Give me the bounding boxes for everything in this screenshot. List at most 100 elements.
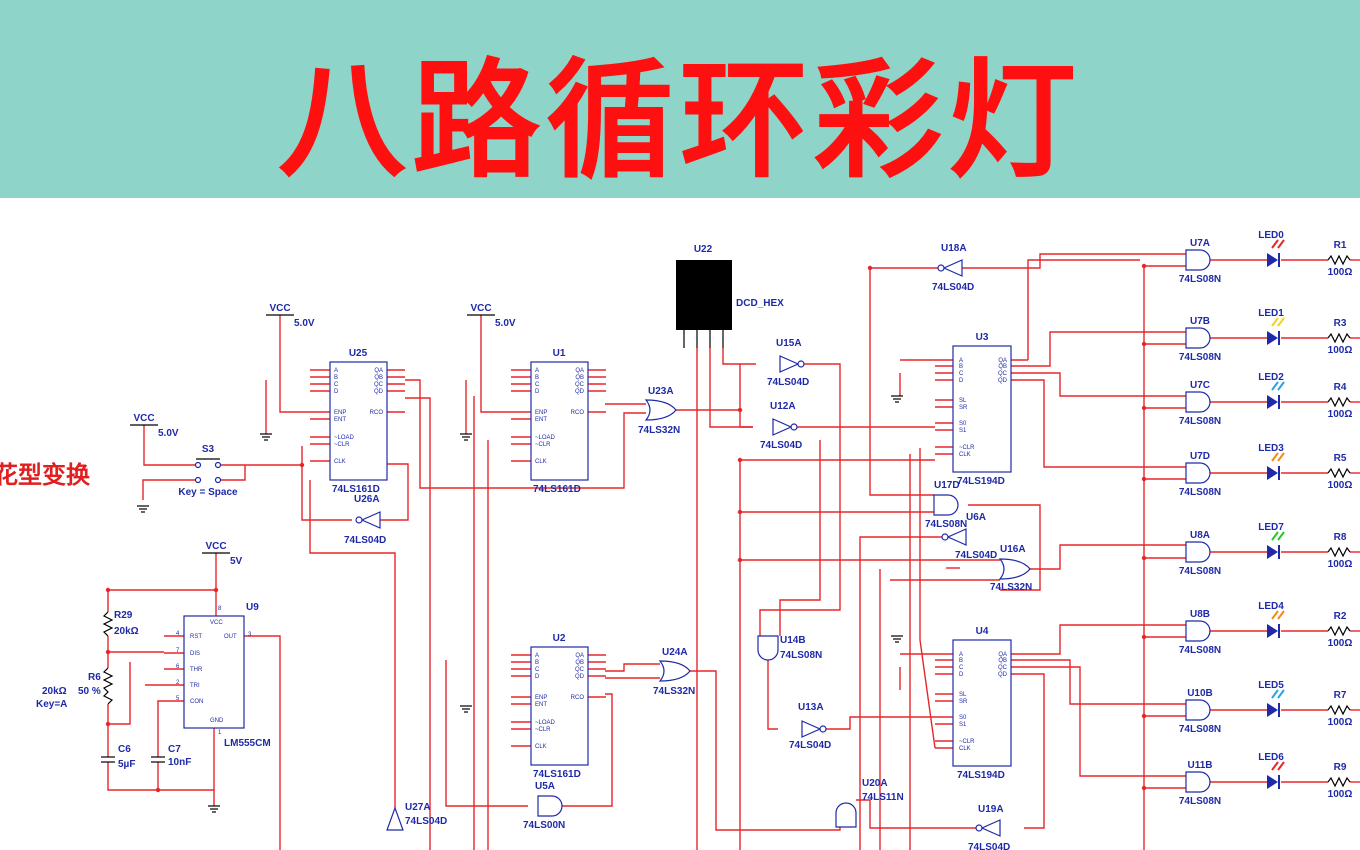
wire-layer: [105, 253, 1360, 850]
junction-dot: [213, 587, 219, 593]
led-ref: LED6: [1258, 752, 1284, 763]
gate-u19a-bubble: [975, 824, 983, 832]
resistor-value: 100Ω: [1328, 717, 1353, 728]
pin-label: A: [535, 653, 539, 659]
gate-ref: U13A: [798, 702, 824, 713]
pot-key: Key=A: [36, 699, 67, 710]
junction-dot: [737, 509, 743, 515]
output-gate-u8a: [1185, 541, 1211, 563]
wire: [722, 348, 740, 365]
gate-part: 74LS04D: [789, 740, 831, 751]
pin-label: S0: [959, 715, 967, 721]
switch-key: Key = Space: [178, 487, 238, 498]
pin-label: OUT: [224, 634, 237, 640]
pin-label: D: [959, 378, 964, 384]
pin-label: CON: [190, 699, 203, 705]
gate-ref: U27A: [405, 802, 431, 813]
led-led4: [1267, 624, 1278, 638]
resistor-value: 100Ω: [1328, 267, 1353, 278]
output-gate-part: 74LS08N: [1179, 566, 1221, 577]
output-gate-part: 74LS08N: [1179, 416, 1221, 427]
gate-ref: U18A: [941, 243, 967, 254]
gate-part: 74LS32N: [638, 425, 680, 436]
pin-label: CLK: [959, 452, 971, 458]
shift-register-ref: U3: [976, 332, 989, 343]
pin-label: D: [535, 389, 540, 395]
pin-label: QA: [998, 358, 1007, 364]
gate-u12a: [772, 418, 793, 436]
pin-label: QD: [998, 378, 1008, 384]
wire: [856, 799, 976, 829]
gate-ref: U6A: [966, 512, 986, 523]
junction-dot: [155, 787, 161, 793]
wire: [405, 379, 646, 489]
counter-ref: U2: [553, 633, 566, 644]
gate-u5a: [537, 795, 563, 817]
pin-label: ~CLR: [959, 445, 975, 451]
component-layer: U2574LS161DABCDENPENT~LOAD~CLRCLKQAQBQCQ…: [36, 230, 1352, 850]
vcc-name: VCC: [133, 413, 154, 424]
led-led2: [1267, 395, 1278, 409]
led-ray: [1271, 610, 1279, 620]
resistor-r9: [1327, 776, 1351, 788]
resistor-value: 100Ω: [1328, 345, 1353, 356]
output-gate-u7b: [1185, 327, 1211, 349]
pin-label: RCO: [571, 695, 585, 701]
led-ref: LED1: [1258, 308, 1284, 319]
shift-register-body: [952, 345, 1012, 473]
pin-label: QC: [575, 667, 585, 673]
pin-label: S0: [959, 421, 967, 427]
resistor-r3: [1327, 332, 1351, 344]
led-led3: [1267, 466, 1278, 480]
gate-u27a: [386, 806, 404, 831]
counter-ref: U1: [553, 348, 566, 359]
wire: [919, 448, 936, 749]
switch-wire: [142, 479, 196, 500]
gate-u26a-bubble: [355, 516, 363, 524]
timer-wire: [157, 700, 164, 757]
counter-ref: U25: [349, 348, 368, 359]
led-ray: [1271, 689, 1279, 699]
wire: [605, 663, 660, 672]
timer-part: LM555CM: [224, 738, 271, 749]
pin-label: CLK: [535, 459, 547, 465]
wire: [309, 480, 396, 808]
counter-u25: [329, 361, 388, 481]
output-gate-ref: U8A: [1190, 530, 1210, 541]
pin-label: B: [959, 364, 963, 370]
pin-label: ~LOAD: [535, 435, 556, 441]
wire: [869, 268, 934, 496]
gate-u24a: [658, 660, 691, 682]
resistor-r29: [102, 611, 114, 637]
output-gate-u7a: [1185, 249, 1211, 271]
led-ref: LED5: [1258, 680, 1284, 691]
pin-label: CLK: [334, 459, 346, 465]
pattern-switch-label: 花型变换: [0, 461, 90, 489]
vcc-name: VCC: [470, 303, 491, 314]
led-ref: LED3: [1258, 443, 1284, 454]
gate-u17d: [933, 494, 959, 516]
output-gate-part: 74LS08N: [1179, 645, 1221, 656]
gate-ref: U24A: [662, 647, 688, 658]
wire: [1028, 624, 1186, 655]
pin-label: QC: [374, 382, 384, 388]
wire: [826, 716, 935, 730]
timer-vcc-label: VCC: [210, 620, 223, 626]
output-gate-u10b: [1185, 699, 1211, 721]
resistor-value: 100Ω: [1328, 789, 1353, 800]
vcc-value: 5.0V: [294, 318, 315, 329]
led-ray: [1271, 381, 1279, 391]
resistor-value: 20kΩ: [114, 626, 139, 637]
gate-ref: U16A: [1000, 544, 1026, 555]
counter-body: [530, 361, 589, 481]
wire: [405, 397, 431, 850]
led-ray: [1271, 239, 1279, 249]
resistor-ref: R5: [1334, 453, 1347, 464]
gate-part: 74LS04D: [405, 816, 447, 827]
timer-output-wire: [244, 635, 281, 850]
gate-ref: U19A: [978, 804, 1004, 815]
pin-label: C: [535, 667, 540, 673]
junction-dot: [867, 265, 873, 271]
gate-u15a: [779, 355, 800, 373]
timer-ref: U9: [246, 602, 259, 613]
